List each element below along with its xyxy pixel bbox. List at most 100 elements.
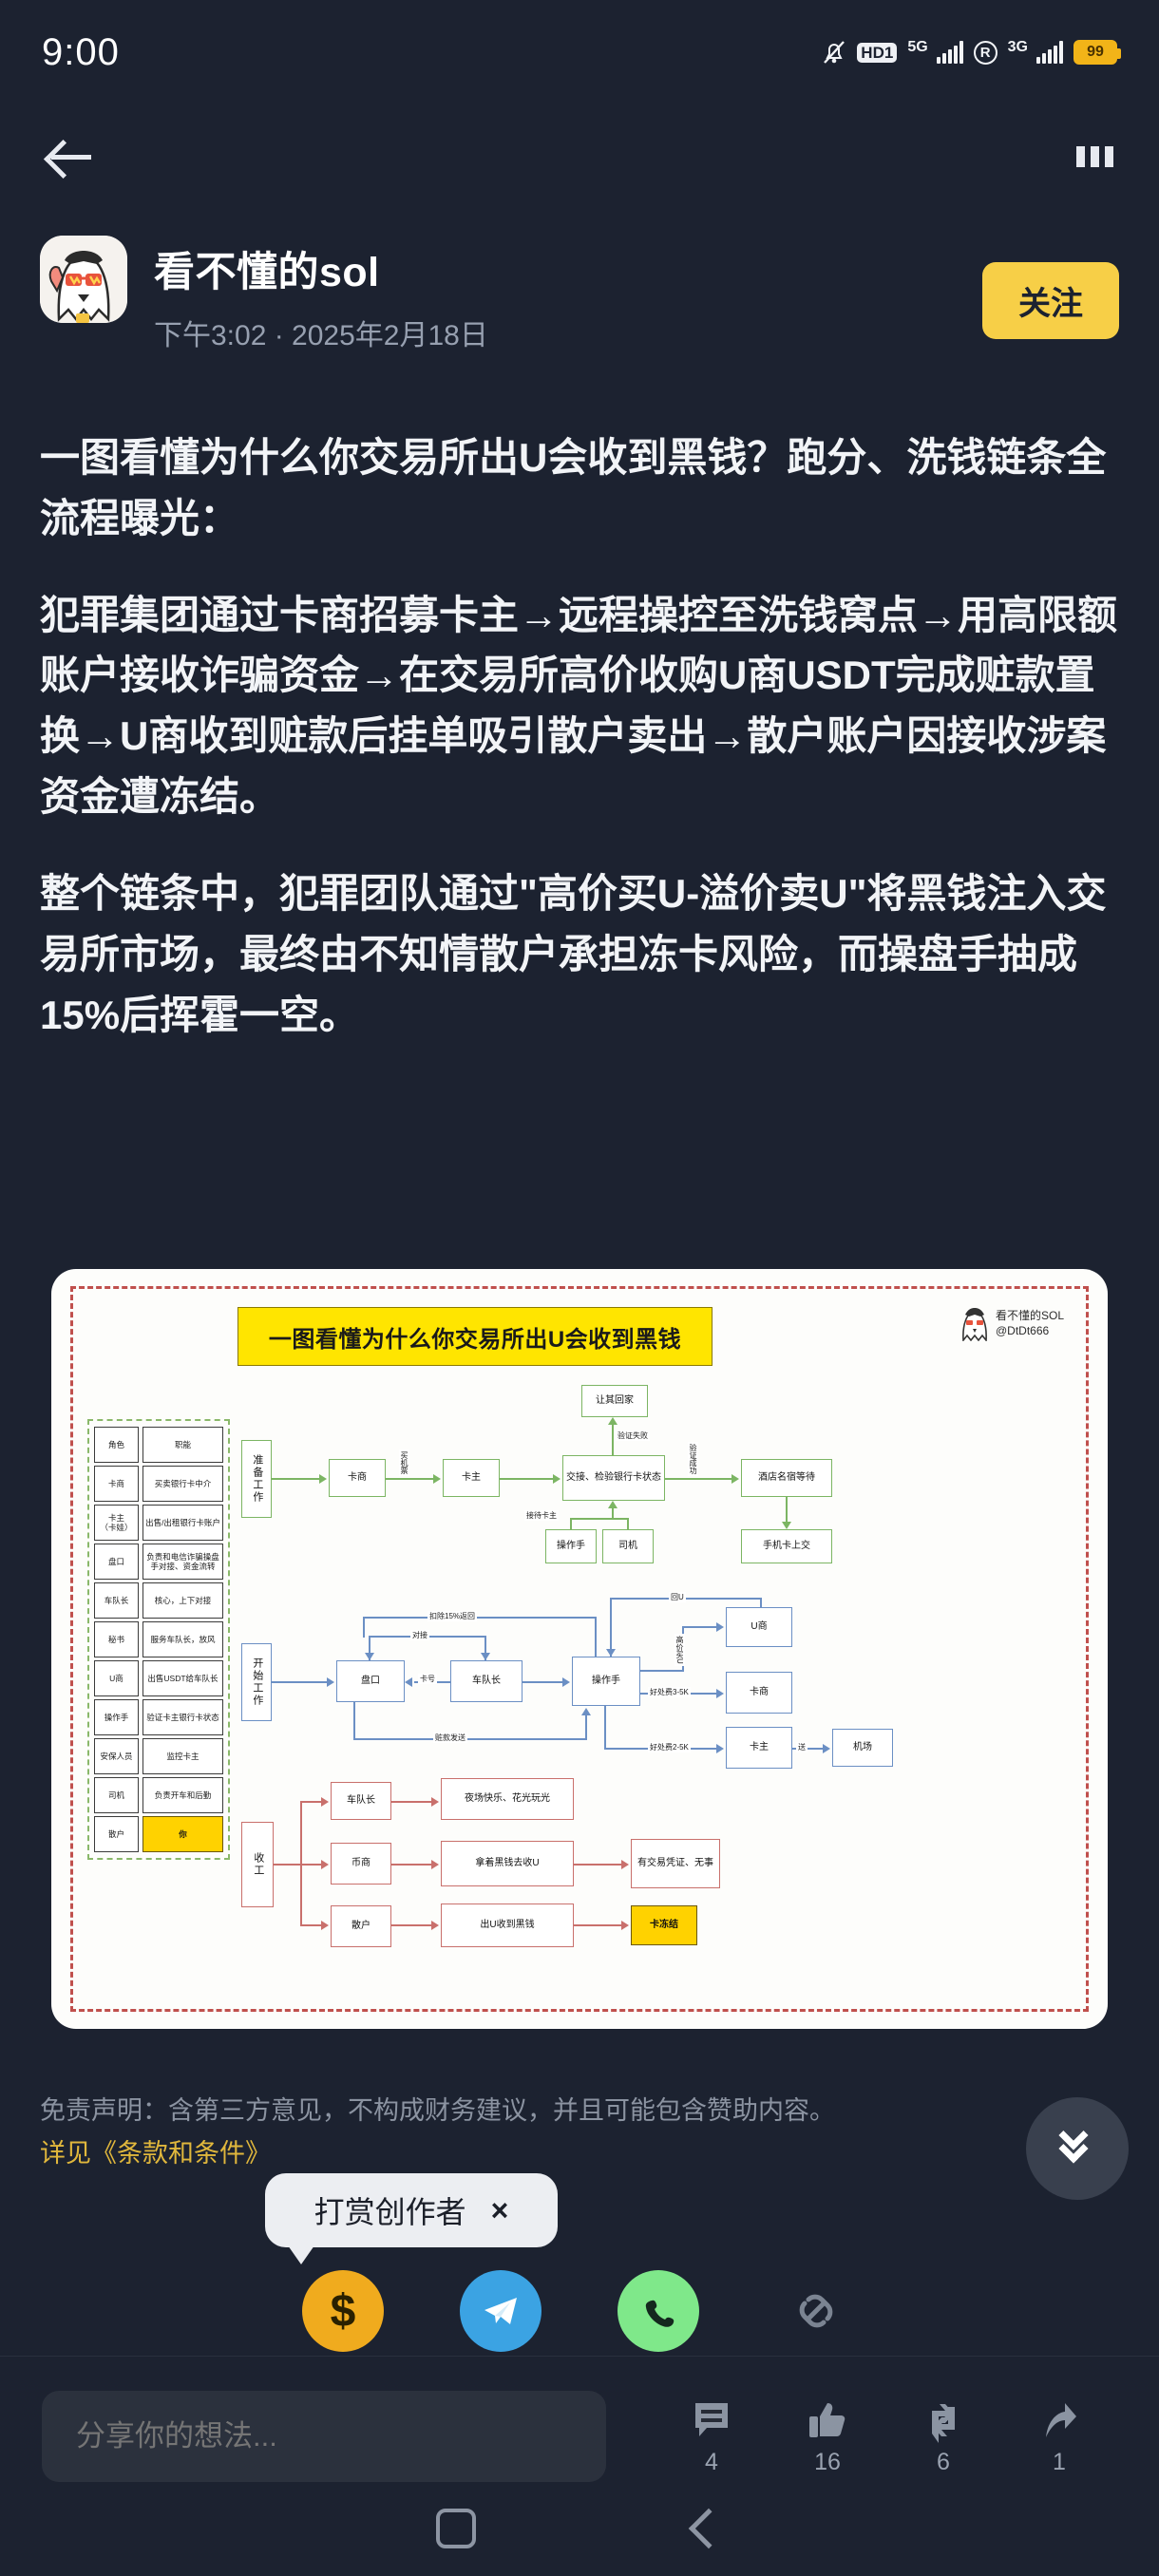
flow-edge (792, 1748, 823, 1750)
flow-edge (391, 1924, 431, 1926)
recents-square-icon[interactable] (436, 2509, 476, 2548)
flow-node-cheduizhang-p2: 车队长 (450, 1660, 522, 1702)
table-header-function: 职能 (142, 1427, 223, 1463)
role-cell: U商 (94, 1660, 139, 1696)
flow-edge-label: 验证成功 (688, 1442, 698, 1476)
flow-arrow (319, 1474, 327, 1484)
status-bar: 9:00 HD1 5G R 3G 99 (0, 0, 1159, 104)
table-row: 散户 你 (94, 1816, 223, 1852)
author-name[interactable]: 看不懂的sol (154, 250, 380, 295)
watermark-name: 看不懂的SOL (995, 1308, 1064, 1322)
thumbs-up-icon (809, 2402, 846, 2437)
back-arrow-icon[interactable] (46, 132, 95, 181)
post-timestamp: 下午3:02 · 2025年2月18日 (154, 320, 488, 351)
tip-dollar-icon[interactable]: $ (302, 2270, 384, 2352)
flow-node-kashang: 卡商 (329, 1459, 386, 1497)
tip-creator-tooltip[interactable]: 打赏创作者 × (265, 2173, 558, 2264)
like-button[interactable]: 16 (805, 2397, 850, 2476)
flow-arrow (606, 1649, 616, 1657)
flow-node-chuU: 出U收到黑钱 (441, 1904, 574, 1947)
flow-arrow (716, 1744, 724, 1753)
flow-node-kadongjie: 卡冻结 (631, 1905, 697, 1945)
copy-link-icon[interactable] (775, 2270, 857, 2352)
flow-edge (272, 1681, 327, 1683)
engagement-actions: 4 16 6 1 (631, 2397, 1117, 2476)
flow-edge (386, 1478, 433, 1480)
function-cell: 出售/出租银行卡账户 (142, 1505, 223, 1541)
system-nav-bar (0, 2481, 1159, 2576)
flow-edge (610, 1598, 612, 1657)
flow-edge (272, 1478, 319, 1480)
ghost-logo-icon (959, 1305, 991, 1343)
role-cell: 秘书 (94, 1621, 139, 1657)
flow-node-phase3: 收工 (241, 1822, 274, 1907)
scroll-down-button[interactable] (1026, 2097, 1129, 2200)
hd1-icon: HD1 (857, 42, 898, 63)
flow-node-caozuoshou-p1: 操作手 (545, 1529, 597, 1563)
role-cell: 操作手 (94, 1699, 139, 1735)
close-icon[interactable]: × (490, 2192, 509, 2227)
back-chevron-icon[interactable] (688, 2508, 730, 2549)
flow-arrow (608, 1417, 618, 1425)
function-cell: 负责和电信诈骗操盘手对接、资金流转 (142, 1544, 223, 1580)
flow-edge (274, 1864, 302, 1866)
flow-edge-label: 好处费2-5K (648, 1742, 691, 1752)
share-button[interactable]: 1 (1036, 2397, 1082, 2476)
comment-icon (695, 2402, 728, 2436)
5g-signal-icon (936, 41, 963, 64)
flow-edge (612, 1425, 614, 1455)
watermark-text: 看不懂的SOL @DtDt666 (996, 1308, 1064, 1338)
whatsapp-icon[interactable] (618, 2270, 699, 2352)
telegram-icon[interactable] (460, 2270, 542, 2352)
flow-arrow (365, 1653, 374, 1660)
flow-node-caozuoshou-p2: 操作手 (572, 1657, 640, 1706)
flow-node-jiaojie: 交接、检验银行卡状态 (562, 1455, 665, 1501)
post-body: 一图看懂为什么你交易所出U会收到黑钱？跑分、洗钱链条全流程曝光： 犯罪集团通过卡… (0, 427, 1159, 1081)
repost-button[interactable]: 6 (921, 2397, 966, 2476)
flow-arrow (562, 1677, 570, 1687)
silent-bell-icon (822, 39, 846, 66)
comment-input[interactable] (42, 2391, 606, 2482)
flow-edge (570, 1518, 629, 1520)
role-cell: 安保人员 (94, 1738, 139, 1774)
flow-edge (300, 1864, 321, 1866)
flow-arrow (608, 1501, 618, 1508)
repost-count: 6 (937, 2448, 950, 2475)
flow-node-naheiqian: 拿着黑钱去收U (441, 1841, 574, 1886)
flow-edge (682, 1626, 716, 1628)
flow-node-jichang: 机场 (832, 1729, 893, 1767)
disclaimer: 免责声明：含第三方意见，不构成财务建议，并且可能包含赞助内容。 详见《条款和条件… (40, 2090, 999, 2174)
author-row: 看不懂的sol 下午3:02 · 2025年2月18日 关注 (0, 236, 1159, 353)
table-row: 卡主 （卡娃） 出售/出租银行卡账户 (94, 1505, 223, 1541)
flow-edge (522, 1681, 562, 1683)
table-row: 秘书 服务车队长，放风 (94, 1621, 223, 1657)
terms-link[interactable]: 详见《条款和条件》 (40, 2138, 271, 2168)
flow-edge (353, 1702, 355, 1738)
flow-arrow (621, 1921, 629, 1930)
function-cell: 核心，上下对接 (142, 1582, 223, 1619)
table-header-role: 角色 (94, 1427, 139, 1463)
reply-button[interactable]: 4 (689, 2397, 734, 2476)
flow-arrow (581, 1708, 591, 1715)
flow-edge-label: 买机票 (399, 1449, 409, 1476)
flow-arrow (321, 1921, 329, 1930)
post-image-diagram[interactable]: 一图看懂为什么你交易所出U会收到黑钱 看不懂的SOL @DtDt666 角色 (51, 1269, 1108, 2029)
flow-arrow (553, 1474, 560, 1484)
flow-edge-label: 卡号 (418, 1674, 437, 1684)
flow-node-shoujika: 手机卡上交 (741, 1529, 832, 1563)
follow-button[interactable]: 关注 (982, 261, 1119, 339)
avatar[interactable] (40, 236, 127, 323)
flow-node-cheduizhang-p3: 车队长 (331, 1782, 391, 1820)
flow-edge-label: 对接 (410, 1630, 429, 1640)
flow-edge-label: 验证失败 (616, 1430, 650, 1441)
diagram-watermark: 看不懂的SOL @DtDt666 (959, 1305, 1064, 1343)
function-cell: 服务车队长，放风 (142, 1621, 223, 1657)
comment-bar: 4 16 6 1 (0, 2365, 1159, 2508)
flow-node-huijia: 让其回家 (581, 1385, 648, 1417)
function-cell: 监控卡主 (142, 1738, 223, 1774)
function-cell: 验证卡主银行卡状态 (142, 1699, 223, 1735)
more-options-icon[interactable] (1076, 146, 1113, 167)
share-row: $ (0, 2259, 1159, 2363)
flow-arrow (481, 1653, 490, 1660)
